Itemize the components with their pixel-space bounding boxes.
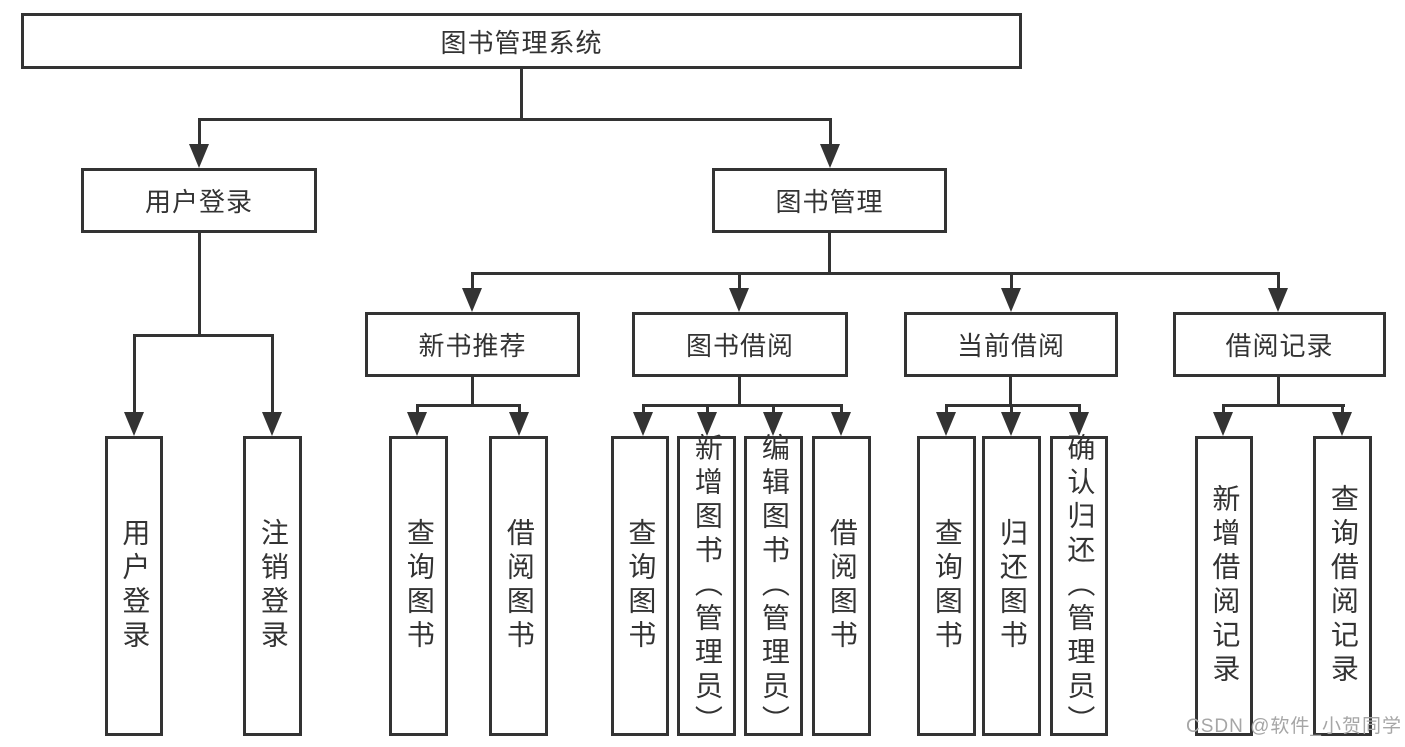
arrowhead-icon xyxy=(1332,412,1352,436)
arrowhead-icon xyxy=(729,288,749,312)
arrowhead-icon xyxy=(697,412,717,436)
node-current-borrowing-label: 当前借阅 xyxy=(956,331,1065,361)
leaf-query-books-current-label: 查询图书 xyxy=(931,518,963,654)
connector-line xyxy=(518,404,521,416)
node-book-borrowing-label: 图书借阅 xyxy=(685,331,794,361)
arrowhead-icon xyxy=(1268,288,1288,312)
node-borrowing-records: 借阅记录 xyxy=(1173,312,1386,377)
leaf-return-book: 归还图书 xyxy=(982,436,1041,736)
leaf-query-books-current: 查询图书 xyxy=(917,436,976,736)
leaf-add-book-admin: 新增图书（管理员） xyxy=(677,433,736,739)
leaf-user-login-label: 用户登录 xyxy=(119,518,151,654)
arrowhead-icon xyxy=(936,412,956,436)
leaf-add-book-admin-label: 新增图书（管理员） xyxy=(691,433,723,739)
node-new-book-recommend-label: 新书推荐 xyxy=(418,331,527,361)
leaf-query-books-borrowing: 查询图书 xyxy=(611,436,669,736)
node-root: 图书管理系统 xyxy=(21,13,1022,69)
connector-line xyxy=(198,118,201,148)
leaf-query-books-recommend-label: 查询图书 xyxy=(403,518,435,654)
connector-line xyxy=(520,68,523,118)
arrowhead-icon xyxy=(763,412,783,436)
leaf-logout: 注销登录 xyxy=(243,436,302,736)
connector-line xyxy=(642,404,645,416)
connector-line xyxy=(1010,272,1013,292)
connector-line xyxy=(1277,272,1280,292)
connector-line xyxy=(133,334,136,416)
connector-line xyxy=(198,233,201,334)
node-book-borrowing: 图书借阅 xyxy=(632,312,848,377)
connector-line xyxy=(738,376,741,404)
leaf-add-borrow-record-label: 新增借阅记录 xyxy=(1209,484,1241,688)
leaf-borrow-books-recommend: 借阅图书 xyxy=(489,436,548,736)
node-current-borrowing: 当前借阅 xyxy=(904,312,1118,377)
leaf-query-borrow-record: 查询借阅记录 xyxy=(1313,436,1372,736)
leaf-add-borrow-record: 新增借阅记录 xyxy=(1195,436,1253,736)
connector-line xyxy=(1341,404,1344,416)
connector-line xyxy=(945,404,948,416)
node-user-login: 用户登录 xyxy=(81,168,317,233)
arrowhead-icon xyxy=(1001,288,1021,312)
leaf-borrow-books-borrowing: 借阅图书 xyxy=(812,436,871,736)
leaf-query-books-borrowing-label: 查询图书 xyxy=(625,518,657,654)
leaf-user-login: 用户登录 xyxy=(105,436,163,736)
node-book-management-label: 图书管理 xyxy=(775,187,884,217)
leaf-confirm-return-admin: 确认归还（管理员） xyxy=(1050,433,1108,739)
node-user-login-label: 用户登录 xyxy=(144,187,253,217)
leaf-query-books-recommend: 查询图书 xyxy=(389,436,448,736)
node-book-management: 图书管理 xyxy=(712,168,947,233)
connector-line xyxy=(1009,376,1012,404)
arrowhead-icon xyxy=(407,412,427,436)
leaf-borrow-books-borrowing-label: 借阅图书 xyxy=(826,518,858,654)
arrowhead-icon xyxy=(262,412,282,436)
arrowhead-icon xyxy=(820,144,840,168)
connector-line xyxy=(1277,376,1280,404)
connector-line xyxy=(471,376,474,404)
connector-line xyxy=(1010,404,1013,416)
connector-line xyxy=(198,118,832,121)
connector-line xyxy=(271,334,274,416)
connector-line xyxy=(1222,404,1225,416)
connector-line xyxy=(1222,404,1345,407)
csdn-watermark: CSDN @软件_小贺同学 xyxy=(1186,716,1402,737)
arrowhead-icon xyxy=(189,144,209,168)
connector-line xyxy=(471,272,1280,275)
leaf-confirm-return-admin-label: 确认归还（管理员） xyxy=(1064,433,1096,739)
leaf-edit-book-admin: 编辑图书（管理员） xyxy=(744,433,803,739)
leaf-return-book-label: 归还图书 xyxy=(996,518,1028,654)
arrowhead-icon xyxy=(1213,412,1233,436)
leaf-logout-label: 注销登录 xyxy=(257,518,289,654)
connector-line xyxy=(738,272,741,292)
connector-line xyxy=(945,404,1081,407)
connector-line xyxy=(706,404,709,416)
node-borrowing-records-label: 借阅记录 xyxy=(1225,331,1334,361)
node-root-label: 图书管理系统 xyxy=(440,27,603,58)
leaf-borrow-books-recommend-label: 借阅图书 xyxy=(503,518,535,654)
connector-line xyxy=(416,404,419,416)
connector-line xyxy=(772,404,775,416)
connector-line xyxy=(828,232,831,272)
arrowhead-icon xyxy=(462,288,482,312)
leaf-edit-book-admin-label: 编辑图书（管理员） xyxy=(758,433,790,739)
node-new-book-recommend: 新书推荐 xyxy=(365,312,580,377)
arrowhead-icon xyxy=(124,412,144,436)
connector-line xyxy=(416,404,521,407)
connector-line xyxy=(642,404,843,407)
connector-line xyxy=(840,404,843,416)
arrowhead-icon xyxy=(509,412,529,436)
arrowhead-icon xyxy=(1069,412,1089,436)
arrowhead-icon xyxy=(633,412,653,436)
connector-line xyxy=(471,272,474,292)
connector-line xyxy=(133,334,274,337)
arrowhead-icon xyxy=(1001,412,1021,436)
arrowhead-icon xyxy=(831,412,851,436)
connector-line xyxy=(829,118,832,148)
leaf-query-borrow-record-label: 查询借阅记录 xyxy=(1327,484,1359,688)
connector-line xyxy=(1078,404,1081,416)
